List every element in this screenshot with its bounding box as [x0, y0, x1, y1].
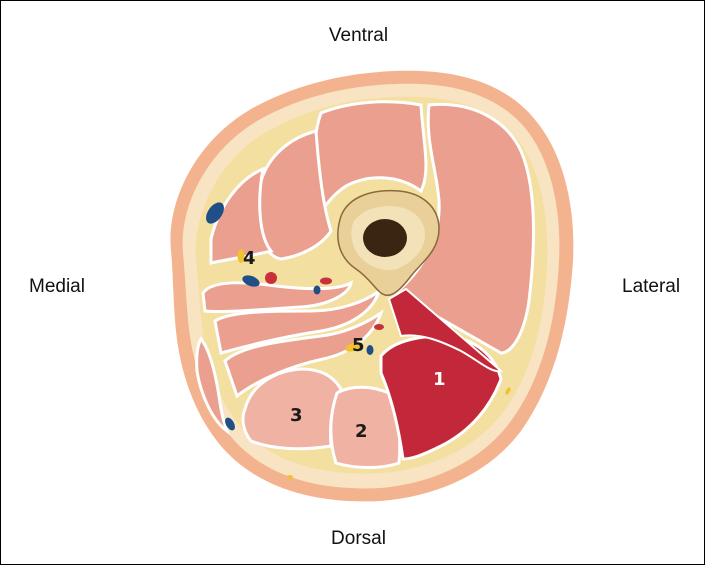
label-number-2: 2 [355, 421, 368, 442]
label-lateral: Lateral [622, 276, 680, 298]
label-number-1: 1 [433, 369, 446, 390]
nerve-icon [287, 475, 293, 479]
bone-marrow [363, 219, 407, 257]
label-number-3: 3 [290, 405, 303, 426]
artery-icon [320, 278, 332, 285]
artery-icon [265, 272, 277, 284]
label-number-4: 4 [243, 248, 256, 269]
label-medial: Medial [29, 276, 85, 298]
label-dorsal: Dorsal [6, 528, 705, 550]
label-number-5: 5 [352, 335, 365, 356]
vein-icon [367, 345, 374, 355]
artery-icon [374, 324, 384, 330]
vein-icon [314, 286, 321, 295]
label-ventral: Ventral [6, 25, 705, 47]
